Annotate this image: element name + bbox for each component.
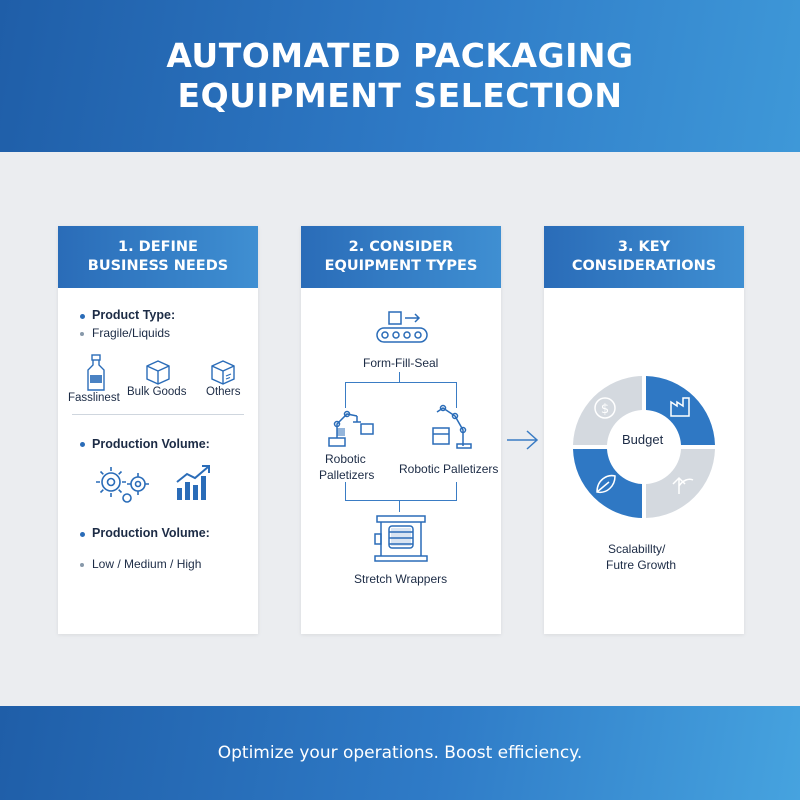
bullet-dot (80, 314, 85, 319)
panel-key-considerations: 3. KEY CONSIDERATIONS $ Budget Scalabill… (544, 226, 744, 634)
panel1-heading-line2: BUSINESS NEEDS (87, 258, 229, 274)
product-type-value: Fragile/Liquids (92, 326, 171, 340)
robotic-palletizers-left-line1: Robotic (325, 452, 366, 466)
footer-banner: Optimize your operations. Boost efficien… (0, 706, 800, 800)
product-type-label: Product Type: (92, 308, 176, 322)
gears-icon (96, 467, 149, 503)
bullet-dot (80, 442, 85, 447)
connector-line (399, 500, 400, 512)
connector-line (345, 382, 457, 383)
panel2-heading-line2: EQUIPMENT TYPES (324, 258, 478, 274)
growth-icon (672, 476, 694, 494)
ring-segment-budget (573, 376, 642, 445)
robot-arm-icon (432, 404, 472, 449)
panel3-header: 3. KEY CONSIDERATIONS (544, 226, 744, 288)
bullet-dot (80, 532, 85, 537)
connector-line (456, 382, 457, 408)
box-icon (146, 360, 170, 385)
stretch-wrapper-icon (374, 515, 428, 562)
robotic-palletizers-left-line2: Palletizers (319, 468, 375, 482)
ring-segment-industry (646, 376, 715, 445)
panel1-heading-line1: 1. DEFINE (118, 239, 198, 255)
connector-line (399, 372, 400, 382)
svg-text:$: $ (601, 402, 609, 417)
dollar-icon (594, 397, 616, 419)
stretch-wrappers-label: Stretch Wrappers (354, 572, 448, 586)
considerations-ring: $ (573, 376, 715, 518)
arrow-right-icon (507, 430, 539, 450)
icon-label-others: Others (206, 386, 241, 398)
robot-arm-icon (328, 410, 374, 447)
connector-line (456, 482, 457, 500)
panel-consider-equipment-types: 2. CONSIDER EQUIPMENT TYPES Form-Fill-Se… (301, 226, 501, 634)
leaf-icon (596, 474, 616, 494)
page-title-line1: AUTOMATED PACKAGING (166, 36, 634, 75)
form-fill-seal-label: Form-Fill-Seal (363, 356, 439, 370)
sub-bullet-dot (80, 563, 84, 567)
scalability-line2: Futre Growth (606, 558, 677, 572)
connector-line (345, 382, 346, 408)
page-title-line2: EQUIPMENT SELECTION (177, 76, 623, 115)
sub-bullet-dot (80, 332, 84, 336)
production-volume-label-2: Production Volume: (92, 526, 210, 540)
center-budget-label: Budget (622, 432, 664, 447)
icon-label-bulk-goods: Bulk Goods (127, 386, 187, 398)
header-banner: AUTOMATED PACKAGING EQUIPMENT SELECTION (0, 0, 800, 152)
panel3-heading-line1: 3. KEY (617, 239, 671, 255)
panel-define-business-needs: 1. DEFINE BUSINESS NEEDS Product Type: F… (58, 226, 258, 634)
production-volume-value: Low / Medium / High (92, 557, 202, 571)
robotic-palletizers-right: Robotic Palletizers (399, 462, 499, 476)
factory-icon (670, 397, 690, 417)
panel2-heading-line1: 2. CONSIDER (348, 239, 454, 255)
production-volume-label: Production Volume: (92, 437, 210, 451)
bottle-icon (87, 354, 105, 391)
growth-chart-icon (176, 465, 210, 500)
connector-line (345, 482, 346, 500)
icon-label-fasslinest: Fasslinest (68, 392, 120, 404)
conveyor-icon (376, 311, 428, 343)
scalability-line1: Scalabillty/ (608, 542, 666, 556)
connector-line (345, 500, 457, 501)
panel2-header: 2. CONSIDER EQUIPMENT TYPES (301, 226, 501, 288)
footer-tagline: Optimize your operations. Boost efficien… (217, 743, 583, 763)
panel1-divider (72, 414, 244, 415)
panel1-header: 1. DEFINE BUSINESS NEEDS (58, 226, 258, 288)
boxes-icon (211, 360, 235, 385)
panel3-heading-line2: CONSIDERATIONS (571, 258, 717, 274)
